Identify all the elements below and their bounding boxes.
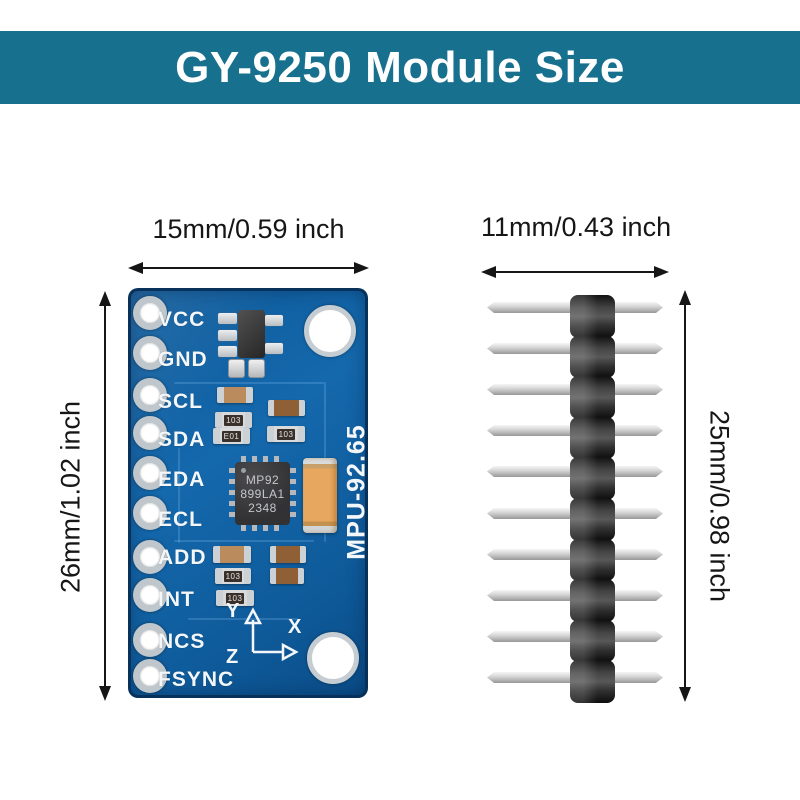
housing-segment xyxy=(570,660,615,703)
chip-marking-line: MP92 xyxy=(245,472,280,487)
pin-label-scl: SCL xyxy=(158,390,203,413)
header-width-label: 11mm/0.43 inch xyxy=(481,212,672,242)
pin-label-vcc: VCC xyxy=(158,308,206,331)
pcb-trace xyxy=(178,448,180,543)
axis-arrows-icon xyxy=(243,607,299,662)
housing-segment xyxy=(570,335,615,379)
pin1-dot xyxy=(241,468,246,473)
resistor: 103 xyxy=(215,568,251,584)
axis-label-y: Y xyxy=(226,600,240,622)
pin-label-add: ADD xyxy=(158,546,207,569)
regulator-pad xyxy=(265,343,283,354)
pin-hole-fsync xyxy=(133,659,167,693)
page-title: GY-9250 Module Size xyxy=(175,42,625,92)
capacitor xyxy=(270,568,304,584)
pin-hole-add xyxy=(133,540,167,574)
axis-label-x: X xyxy=(288,616,302,638)
housing-segment xyxy=(570,538,615,582)
chip-pins xyxy=(241,456,284,462)
resistor-marking: 103 xyxy=(224,414,243,426)
capacitor xyxy=(270,546,306,563)
housing-segment xyxy=(570,619,615,663)
regulator-pad xyxy=(265,315,283,326)
chip-pins xyxy=(290,468,296,519)
housing-segment xyxy=(570,497,615,541)
module-width-label: 15mm/0.59 inch xyxy=(152,214,345,244)
capacitor xyxy=(217,387,253,403)
pcb-trace xyxy=(174,540,314,542)
pin-label-sda: SDA xyxy=(158,428,206,451)
regulator-pad xyxy=(218,346,237,357)
housing-segment xyxy=(570,376,615,419)
housing-segment xyxy=(570,416,615,460)
chip-pins xyxy=(241,525,284,531)
pin-hole-ncs xyxy=(133,623,167,657)
pcb-trace xyxy=(174,382,324,384)
pin-hole-ecl xyxy=(133,496,167,530)
capacitor xyxy=(213,546,251,563)
axis-label-z: Z xyxy=(226,646,239,668)
regulator-pad xyxy=(218,330,237,341)
pin-hole-gnd xyxy=(133,336,167,370)
resistor: E01 xyxy=(213,428,250,444)
pin-label-ecl: ECL xyxy=(158,508,203,531)
resistor-marking: 103 xyxy=(223,570,243,582)
resistor-marking: 103 xyxy=(276,428,296,440)
chip-pins xyxy=(229,468,235,519)
pin-hole-int xyxy=(133,578,167,612)
pin-label-int: INT xyxy=(158,588,195,611)
capacitor xyxy=(268,400,305,416)
pin-hole-scl xyxy=(133,378,167,412)
module-height-arrow-icon xyxy=(99,291,111,701)
capacitor xyxy=(248,359,265,378)
housing-segment xyxy=(570,457,615,500)
resistor: 103 xyxy=(215,412,252,428)
resistor-marking: 103 xyxy=(225,592,245,604)
resistor-marking: E01 xyxy=(221,430,242,442)
module-height-label: 26mm/1.02 inch xyxy=(55,400,86,594)
header-height-arrow-icon xyxy=(679,290,691,702)
pin-label-ncs: NCS xyxy=(158,630,206,653)
tantalum-capacitor xyxy=(303,458,337,533)
pin-hole-vcc xyxy=(133,296,167,330)
housing-segment xyxy=(570,295,615,338)
resistor: 103 xyxy=(216,590,254,606)
mounting-hole xyxy=(307,632,359,684)
chip-marking-line: 899LA1 xyxy=(240,486,285,501)
axis-indicator: Y X Z xyxy=(218,600,310,670)
pin-label-eda: EDA xyxy=(158,468,206,491)
pin-label-gnd: GND xyxy=(158,348,208,371)
pcb-trace xyxy=(188,618,298,620)
header-height-label: 25mm/0.98 inch xyxy=(704,409,735,603)
resistor: 103 xyxy=(267,426,305,442)
pin-hole-eda xyxy=(133,456,167,490)
module-width-arrow-icon xyxy=(128,262,369,274)
gy9250-pcb: VCC GND SCL SDA EDA ECL ADD INT NCS FSYN… xyxy=(128,288,371,698)
mpu9250-chip: MP92 899LA1 2348 xyxy=(229,456,296,531)
chip-marking-line: 2348 xyxy=(248,500,277,515)
pin-hole-sda xyxy=(133,416,167,450)
mounting-hole xyxy=(304,305,356,357)
housing-segment xyxy=(570,579,615,622)
header-width-arrow-icon xyxy=(481,266,669,278)
capacitor xyxy=(228,359,245,378)
regulator-pad xyxy=(218,313,237,324)
silkscreen-model-label: MPU-92.65 xyxy=(342,424,371,560)
pin-label-fsync: FSYNC xyxy=(158,668,235,691)
title-banner: GY-9250 Module Size xyxy=(0,31,800,104)
pin-header-housing xyxy=(570,295,615,703)
voltage-regulator-chip xyxy=(238,310,265,358)
